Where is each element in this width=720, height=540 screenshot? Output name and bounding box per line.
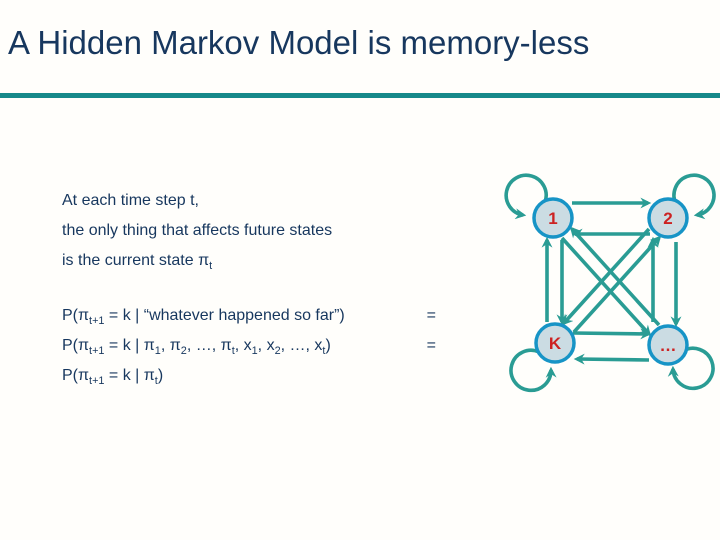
title-divider-rule — [0, 93, 720, 98]
state-node-dots-label: … — [660, 336, 677, 355]
self-loop-node-1 — [504, 173, 548, 220]
edge-dots-to-k — [573, 353, 650, 365]
equation-2-equals: = — [426, 337, 436, 354]
state-nodes: 1 2 K … — [532, 197, 689, 366]
edge-k-to-dots — [572, 328, 652, 340]
equation-3-lhs: P(πt+1 = k | πt) — [62, 367, 164, 388]
edge-2-to-k — [561, 227, 651, 326]
self-loop-node-2 — [672, 173, 716, 220]
self-loop-node-dots — [667, 346, 715, 391]
equations-block: P(πt+1 = k | “whatever happened so far”)… — [62, 301, 436, 391]
equation-2-lhs: P(πt+1 = k | π1, π2, …, πt, x1, x2, …, x… — [62, 337, 331, 358]
state-node-2-label: 2 — [663, 209, 672, 228]
state-node-2 — [647, 197, 689, 239]
edge-dots-to-1 — [569, 226, 661, 327]
state-transition-diagram: 1 2 K … — [504, 173, 716, 393]
edge-1-to-dots — [560, 236, 652, 337]
transition-edges — [504, 173, 716, 393]
intro-line-1: At each time step t, — [62, 192, 199, 209]
slide-title: A Hidden Markov Model is memory-less — [8, 24, 590, 61]
equation-1-lhs: P(πt+1 = k | “whatever happened so far”) — [62, 307, 345, 328]
intro-paragraph: At each time step t, the only thing that… — [62, 186, 332, 276]
equation-row-3: P(πt+1 = k | πt) — [62, 361, 436, 391]
equation-1-equals: = — [426, 307, 436, 324]
edge-k-to-2 — [572, 235, 662, 334]
state-node-1 — [532, 197, 574, 239]
equation-row-1: P(πt+1 = k | “whatever happened so far”)… — [62, 301, 436, 331]
intro-line-2: the only thing that affects future state… — [62, 222, 333, 239]
state-node-k — [534, 322, 576, 364]
self-loop-node-k — [509, 348, 557, 393]
equation-row-2: P(πt+1 = k | π1, π2, …, πt, x1, x2, …, x… — [62, 331, 436, 361]
state-node-1-label: 1 — [548, 209, 557, 228]
state-node-dots — [647, 324, 689, 366]
state-node-k-label: K — [549, 334, 562, 353]
intro-line-3: is the current state πt — [62, 252, 213, 273]
